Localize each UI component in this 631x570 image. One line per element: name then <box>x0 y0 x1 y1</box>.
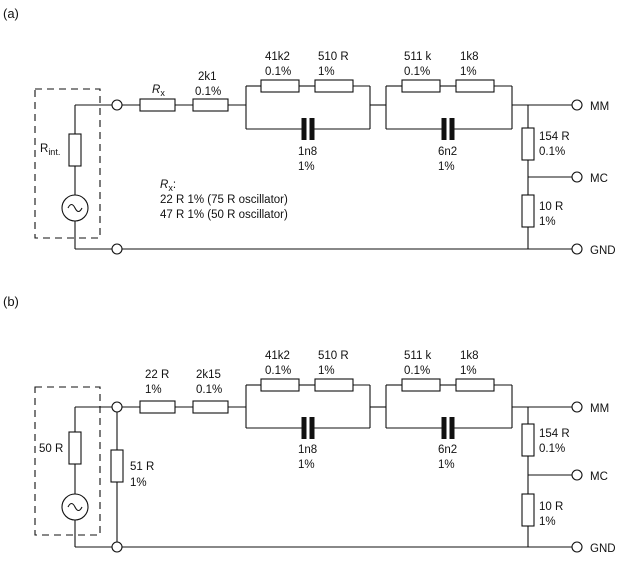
resistor-rint <box>68 133 82 167</box>
r-22-tol: 1% <box>145 384 162 396</box>
r-1k8-value: 1k8 <box>460 350 479 362</box>
resistor-511k <box>401 79 441 93</box>
panel-b-label: (b) <box>3 294 19 309</box>
mc-terminal <box>571 171 583 183</box>
c-1n8-tol: 1% <box>298 459 315 471</box>
r-510-value: 510 R <box>318 51 349 63</box>
ground-input-terminal <box>111 541 123 553</box>
panel-a-label: (a) <box>3 6 19 21</box>
c-1n8-tol: 1% <box>298 161 315 173</box>
r-2k15-value: 2k15 <box>196 369 221 381</box>
gnd-terminal <box>571 243 583 255</box>
gnd-label: GND <box>590 245 616 257</box>
r-2k1-tol: 0.1% <box>195 86 221 98</box>
r-154-tol: 0.1% <box>539 146 565 158</box>
r-51-tol: 1% <box>130 477 147 489</box>
r-1k8-tol: 1% <box>460 66 477 78</box>
resistor-2k15 <box>192 400 229 414</box>
source-enclosure <box>34 386 101 536</box>
mc-label: MC <box>590 471 608 483</box>
mm-label: MM <box>590 403 609 415</box>
r-2k1-value: 2k1 <box>198 71 217 83</box>
r-10-tol: 1% <box>539 216 556 228</box>
mm-terminal <box>571 401 583 413</box>
r-510-tol: 1% <box>318 365 335 377</box>
c-6n2-tol: 1% <box>438 161 455 173</box>
rint-label: Rint. <box>40 143 60 157</box>
r-41k2-tol: 0.1% <box>265 365 291 377</box>
r-51-value: 51 R <box>130 461 154 473</box>
resistor-41k2 <box>260 378 300 392</box>
resistor-51r <box>110 449 124 483</box>
resistor-10r <box>521 194 535 228</box>
gnd-terminal <box>571 541 583 553</box>
resistor-510r <box>314 79 354 93</box>
r-1k8-tol: 1% <box>460 365 477 377</box>
c-6n2-value: 6n2 <box>438 444 457 456</box>
source-resistor-label: 50 R <box>39 443 63 455</box>
mm-terminal <box>571 99 583 111</box>
resistor-511k <box>401 378 441 392</box>
r-510-value: 510 R <box>318 350 349 362</box>
r-10-tol: 1% <box>539 516 556 528</box>
mc-terminal <box>571 469 583 481</box>
resistor-rx <box>139 98 176 112</box>
note-rx-heading: Rx: <box>160 179 176 193</box>
gnd-label: GND <box>590 543 616 555</box>
note-line-2: 47 R 1% (50 R oscillator) <box>160 209 288 221</box>
ground-input-terminal <box>111 243 123 255</box>
resistor-1k8 <box>455 378 495 392</box>
r-154-value: 154 R <box>539 428 570 440</box>
source-enclosure <box>34 88 101 239</box>
mc-label: MC <box>590 173 608 185</box>
note-line-1: 22 R 1% (75 R oscillator) <box>160 194 288 206</box>
sine-icon <box>67 203 83 213</box>
r-154-tol: 0.1% <box>539 443 565 455</box>
r-511k-tol: 0.1% <box>404 66 430 78</box>
r-154-value: 154 R <box>539 131 570 143</box>
resistor-22r <box>139 400 176 414</box>
panel-a: (a) Rint. Rx 2k1 0.1% 41k2 0 <box>3 6 616 257</box>
r-10-value: 10 R <box>539 201 563 213</box>
c-1n8-value: 1n8 <box>298 444 317 456</box>
r-511k-value: 511 k <box>404 350 432 362</box>
resistor-154r <box>521 127 535 161</box>
r-41k2-tol: 0.1% <box>265 66 291 78</box>
r-10-value: 10 R <box>539 501 563 513</box>
panel-b: (b) 50 R 22 R 1% 2k15 0.1% 51 R 1% <box>3 294 616 555</box>
r-41k2-value: 41k2 <box>265 350 290 362</box>
resistor-510r <box>314 378 354 392</box>
r-510-tol: 1% <box>318 66 335 78</box>
r-1k8-value: 1k8 <box>460 51 479 63</box>
resistor-1k8 <box>455 79 495 93</box>
r-22-value: 22 R <box>145 369 169 381</box>
resistor-50r <box>68 431 82 465</box>
resistor-41k2 <box>260 79 300 93</box>
sine-icon <box>67 502 83 512</box>
resistor-10r <box>521 493 535 527</box>
c-1n8-value: 1n8 <box>298 146 317 158</box>
input-terminal <box>111 401 123 413</box>
resistor-154r <box>521 423 535 457</box>
r-511k-tol: 0.1% <box>404 365 430 377</box>
input-terminal <box>111 99 123 111</box>
r-2k15-tol: 0.1% <box>196 384 222 396</box>
rx-label: Rx <box>152 84 165 98</box>
r-41k2-value: 41k2 <box>265 51 290 63</box>
r-511k-value: 511 k <box>404 51 432 63</box>
c-6n2-tol: 1% <box>438 459 455 471</box>
c-6n2-value: 6n2 <box>438 146 457 158</box>
resistor-2k1 <box>192 98 229 112</box>
mm-label: MM <box>590 101 609 113</box>
